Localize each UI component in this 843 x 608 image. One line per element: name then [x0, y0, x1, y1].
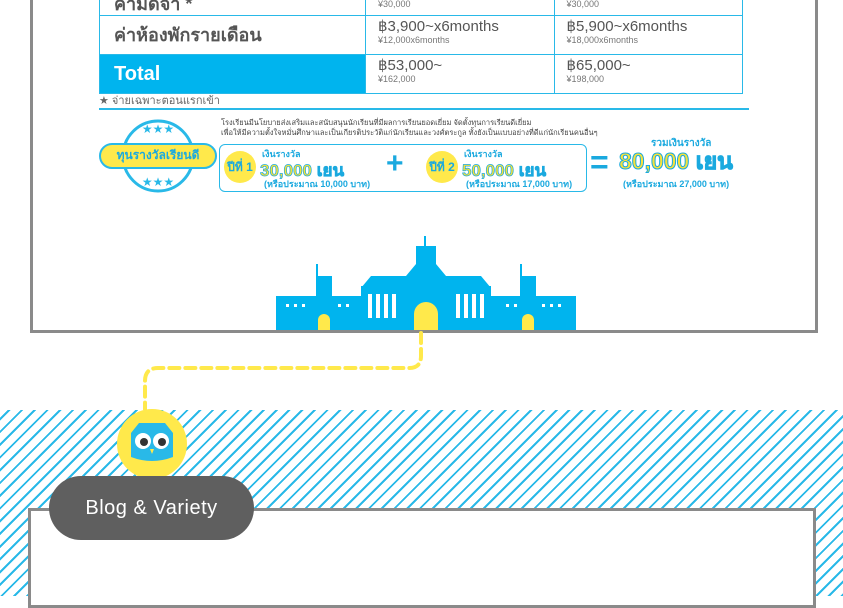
owl-mascot — [117, 409, 187, 479]
price-yen: ¥18,000x6months — [566, 35, 639, 45]
row-label-total: Total — [99, 54, 366, 94]
divider — [99, 108, 749, 110]
svg-text:★★★: ★★★ — [142, 175, 174, 189]
table-row: ค่าห้องพักรายเดือน ฿3,900~x6months ¥12,0… — [99, 15, 743, 55]
plus-sign: + — [386, 147, 404, 180]
year1-note: (หรือประมาณ 10,000 บาท) — [264, 179, 371, 189]
price-baht: ฿53,000~ — [378, 57, 443, 74]
price-yen: ¥30,000 — [378, 0, 411, 9]
year2-note: (หรือประมาณ 17,000 บาท) — [466, 179, 573, 189]
year1-badge: ปีที่ 1 — [224, 151, 256, 183]
row-label: ค่าห้องพักรายเดือน — [99, 15, 366, 55]
scholarship-badge-text: ทุนรางวัลเรียนดี — [116, 148, 200, 162]
scholarship-box: ปีที่ 1 เงินรางวัล 30,000 เยน (หรือประมา… — [219, 144, 587, 192]
price-yen: ¥162,000 — [378, 74, 416, 84]
scholarship-description: โรงเรียนมีนโยบายส่งเสริมและสนับสนุนนักเร… — [221, 118, 598, 137]
price-baht: ฿3,900~x6months — [378, 18, 499, 35]
footnote: ★ จ่ายเฉพาะตอนแรกเข้า — [99, 95, 220, 107]
table-row: Total ฿53,000~ ¥162,000 ฿65,000~ ¥198,00… — [99, 54, 743, 94]
owl-icon — [131, 423, 173, 461]
total-prize-amount: 80,000 เยน — [619, 148, 734, 175]
svg-text:★★★: ★★★ — [142, 122, 174, 136]
year2-amount: 50,000 เยน — [462, 161, 547, 181]
price-yen: ¥30,000 — [566, 0, 600, 9]
scholarship-badge: ★★★ ★★★ — [99, 119, 217, 193]
price-yen: ¥12,000x6months — [378, 35, 450, 45]
year1-amount: 30,000 เยน — [260, 161, 345, 181]
price-yen: ¥198,000 — [566, 74, 605, 84]
year1-prize-label: เงินรางวัล — [262, 149, 301, 159]
fees-table: ค่ามัดจำ * ¥30,000 ¥30,000 ค่าห้องพักราย… — [99, 0, 743, 94]
fees-panel: ค่ามัดจำ * ¥30,000 ¥30,000 ค่าห้องพักราย… — [30, 0, 818, 333]
school-building-icon — [276, 236, 576, 330]
price-baht: ฿65,000~ — [566, 57, 631, 74]
equals-sign: = — [590, 144, 609, 180]
total-prize-note: (หรือประมาณ 27,000 บาท) — [623, 179, 730, 189]
price-baht: ฿5,900~x6months — [566, 18, 688, 35]
table-row: ค่ามัดจำ * ¥30,000 ¥30,000 — [99, 0, 743, 16]
year2-badge: ปีที่ 2 — [426, 151, 458, 183]
year2-prize-label: เงินรางวัล — [464, 149, 503, 159]
total-prize-label: รวมเงินรางวัล — [651, 138, 712, 149]
blog-variety-label[interactable]: Blog & Variety — [49, 476, 254, 540]
